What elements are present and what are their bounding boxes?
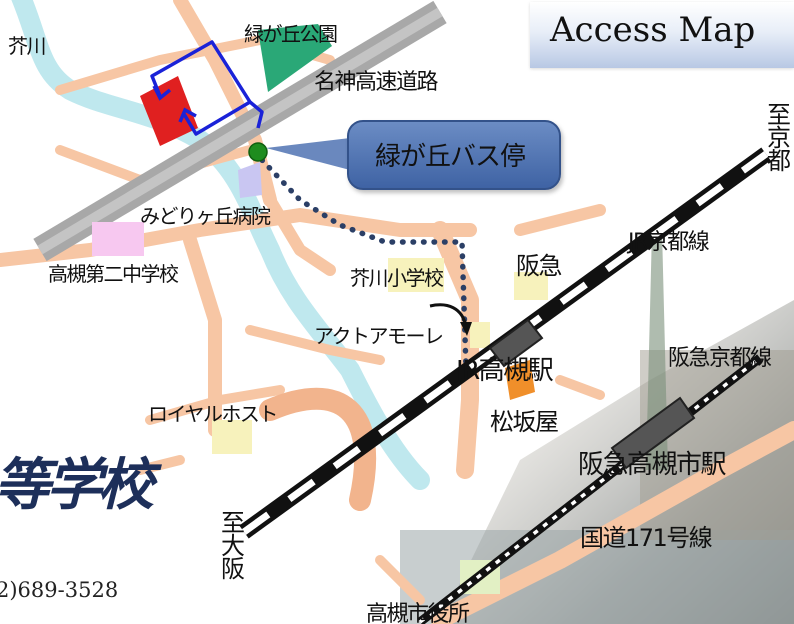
map-title: Access Map [550, 10, 756, 50]
callout-pointer [266, 138, 350, 170]
destination-block [140, 76, 198, 146]
matsuzakaya-block [505, 360, 535, 400]
label-to-kyoto: 至京都 [767, 101, 791, 175]
bus-stop-callout-label: 緑が丘バス停 [375, 142, 526, 172]
label-jr-kyoto-line: JR京都線 [628, 230, 710, 255]
royal-host-block [212, 420, 252, 454]
phone-number-fragment: 2)689-3528 [0, 578, 119, 602]
walking-route-arrow [150, 40, 264, 129]
hankyu-kyoto-line-track [417, 354, 763, 624]
label-akutagawa: 芥川 [8, 34, 47, 58]
label-actamore: アクトアモーレ [314, 324, 444, 348]
school-name-fragment: 等学校 [0, 452, 154, 518]
label-jr-takatsuki-station: JR高槻駅 [456, 356, 554, 386]
label-to-osaka: 至大阪 [221, 509, 245, 583]
label-city-hall: 高槻市役所 [366, 602, 470, 624]
label-matsuzakaya: 松坂屋 [490, 408, 559, 436]
hankyu-store-block [514, 272, 548, 300]
midorigaoka-park-block [258, 24, 332, 92]
bus-stop-marker [248, 142, 268, 162]
label-akutagawa-elementary: 芥川小学校 [350, 266, 444, 290]
junior-high-block [92, 222, 144, 256]
actamore-block [470, 322, 490, 348]
elementary-school-block [388, 258, 444, 292]
label-hankyu-takatsuki-station: 阪急高槻市駅 [578, 450, 727, 480]
title-banner [530, 2, 794, 68]
bus-stop-callout [347, 120, 561, 190]
hankyu-takatsuki-station [610, 396, 696, 470]
label-midorigaoka-park: 緑が丘公園 [244, 22, 338, 46]
label-hankyu-kyoto-line: 阪急京都線 [668, 346, 772, 371]
label-meishin-expressway: 名神高速道路 [314, 70, 439, 95]
hospital-block [238, 162, 262, 198]
walk-path-dots [259, 157, 469, 371]
label-route-171: 国道171号線 [580, 524, 713, 552]
jr-takatsuki-station [488, 318, 544, 368]
label-junior-high: 高槻第二中学校 [48, 262, 179, 286]
label-hankyu: 阪急 [516, 252, 563, 280]
actamore-arrow [429, 303, 468, 327]
label-hospital: みどりヶ丘病院 [140, 204, 271, 228]
label-royal-host: ロイヤルホスト [148, 402, 278, 426]
